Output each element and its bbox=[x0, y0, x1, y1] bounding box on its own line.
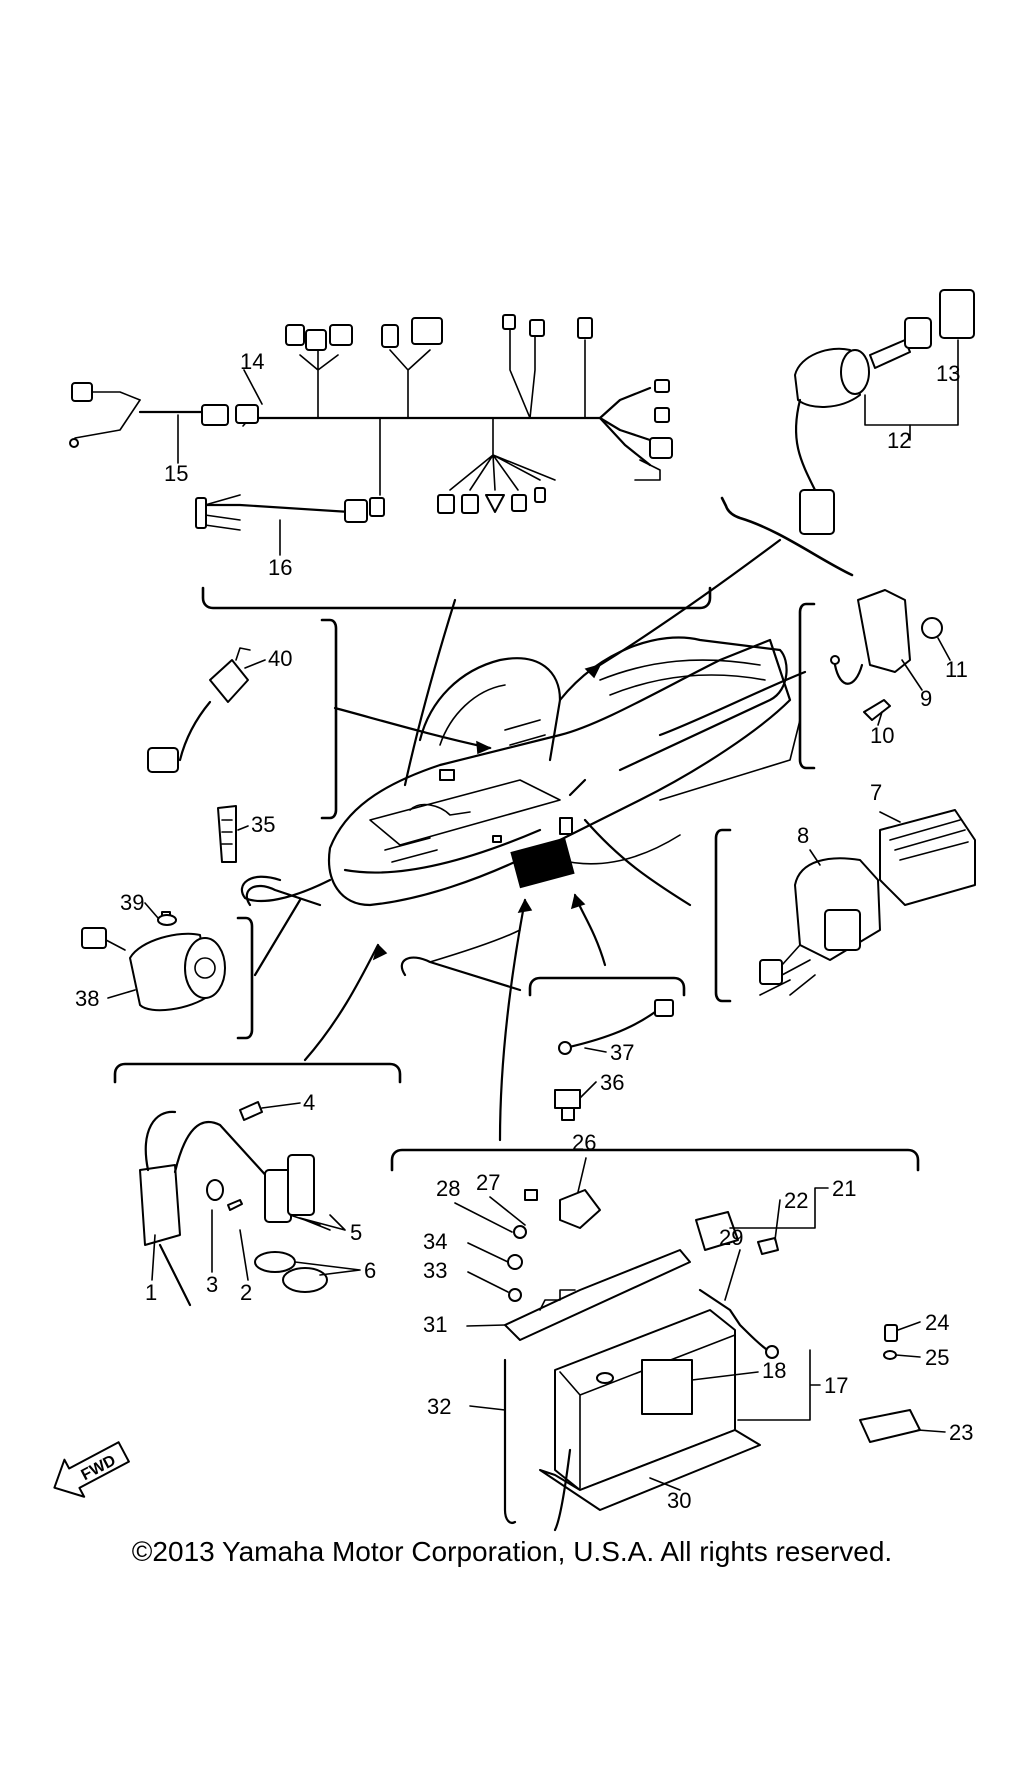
fwd-arrow: FWD bbox=[53, 1441, 130, 1498]
label-4: 4 bbox=[303, 1090, 315, 1115]
label-27: 27 bbox=[476, 1170, 500, 1195]
label-32: 32 bbox=[427, 1394, 451, 1419]
label-12: 12 bbox=[887, 428, 911, 453]
label-38: 38 bbox=[75, 986, 99, 1011]
label-3: 3 bbox=[206, 1272, 218, 1297]
label-11: 11 bbox=[945, 657, 968, 682]
label-40: 40 bbox=[268, 646, 292, 671]
label-35: 35 bbox=[251, 812, 275, 837]
label-8: 8 bbox=[797, 823, 809, 848]
label-16: 16 bbox=[268, 555, 292, 580]
label-39: 39 bbox=[120, 890, 144, 915]
cdi-unit-group bbox=[830, 589, 943, 721]
label-13: 13 bbox=[936, 361, 960, 386]
connector-lines bbox=[253, 538, 807, 1142]
label-34: 34 bbox=[423, 1229, 447, 1254]
label-9: 9 bbox=[920, 686, 932, 711]
label-25: 25 bbox=[925, 1345, 949, 1370]
label-5: 5 bbox=[350, 1220, 362, 1245]
copyright-notice: ©2013 Yamaha Motor Corporation, U.S.A. A… bbox=[131, 1536, 893, 1567]
label-26: 26 bbox=[572, 1130, 596, 1155]
label-24: 24 bbox=[925, 1310, 949, 1335]
label-15: 15 bbox=[164, 461, 188, 486]
label-28: 28 bbox=[436, 1176, 460, 1201]
label-1: 1 bbox=[145, 1280, 157, 1305]
wire-harness-group bbox=[69, 314, 673, 531]
label-36: 36 bbox=[600, 1070, 624, 1095]
label-31: 31 bbox=[423, 1312, 447, 1337]
label-23: 23 bbox=[949, 1420, 973, 1445]
label-7: 7 bbox=[870, 780, 882, 805]
label-29: 29 bbox=[719, 1225, 743, 1250]
label-2: 2 bbox=[240, 1280, 252, 1305]
switch-and-band-group bbox=[147, 647, 251, 863]
main-switch-group bbox=[794, 289, 975, 535]
regulator-group bbox=[759, 809, 976, 996]
label-6: 6 bbox=[364, 1258, 376, 1283]
label-10: 10 bbox=[870, 723, 894, 748]
label-18: 18 bbox=[762, 1358, 786, 1383]
part-labels: 1 2 3 4 5 6 7 8 9 10 11 12 13 14 15 16 1… bbox=[75, 349, 973, 1513]
label-leaders bbox=[107, 369, 951, 1491]
label-33: 33 bbox=[423, 1258, 447, 1283]
label-21: 21 bbox=[832, 1176, 856, 1201]
ignition-coil-group bbox=[139, 1101, 331, 1307]
thermo-switch-group bbox=[554, 999, 674, 1121]
snowmobile-illustration bbox=[240, 636, 801, 992]
group-brackets bbox=[113, 496, 920, 1172]
battery-group bbox=[503, 1189, 921, 1532]
label-37: 37 bbox=[610, 1040, 634, 1065]
label-17: 17 bbox=[824, 1373, 848, 1398]
label-30: 30 bbox=[667, 1488, 691, 1513]
label-22: 22 bbox=[784, 1188, 808, 1213]
starter-motor-group bbox=[81, 911, 226, 1012]
